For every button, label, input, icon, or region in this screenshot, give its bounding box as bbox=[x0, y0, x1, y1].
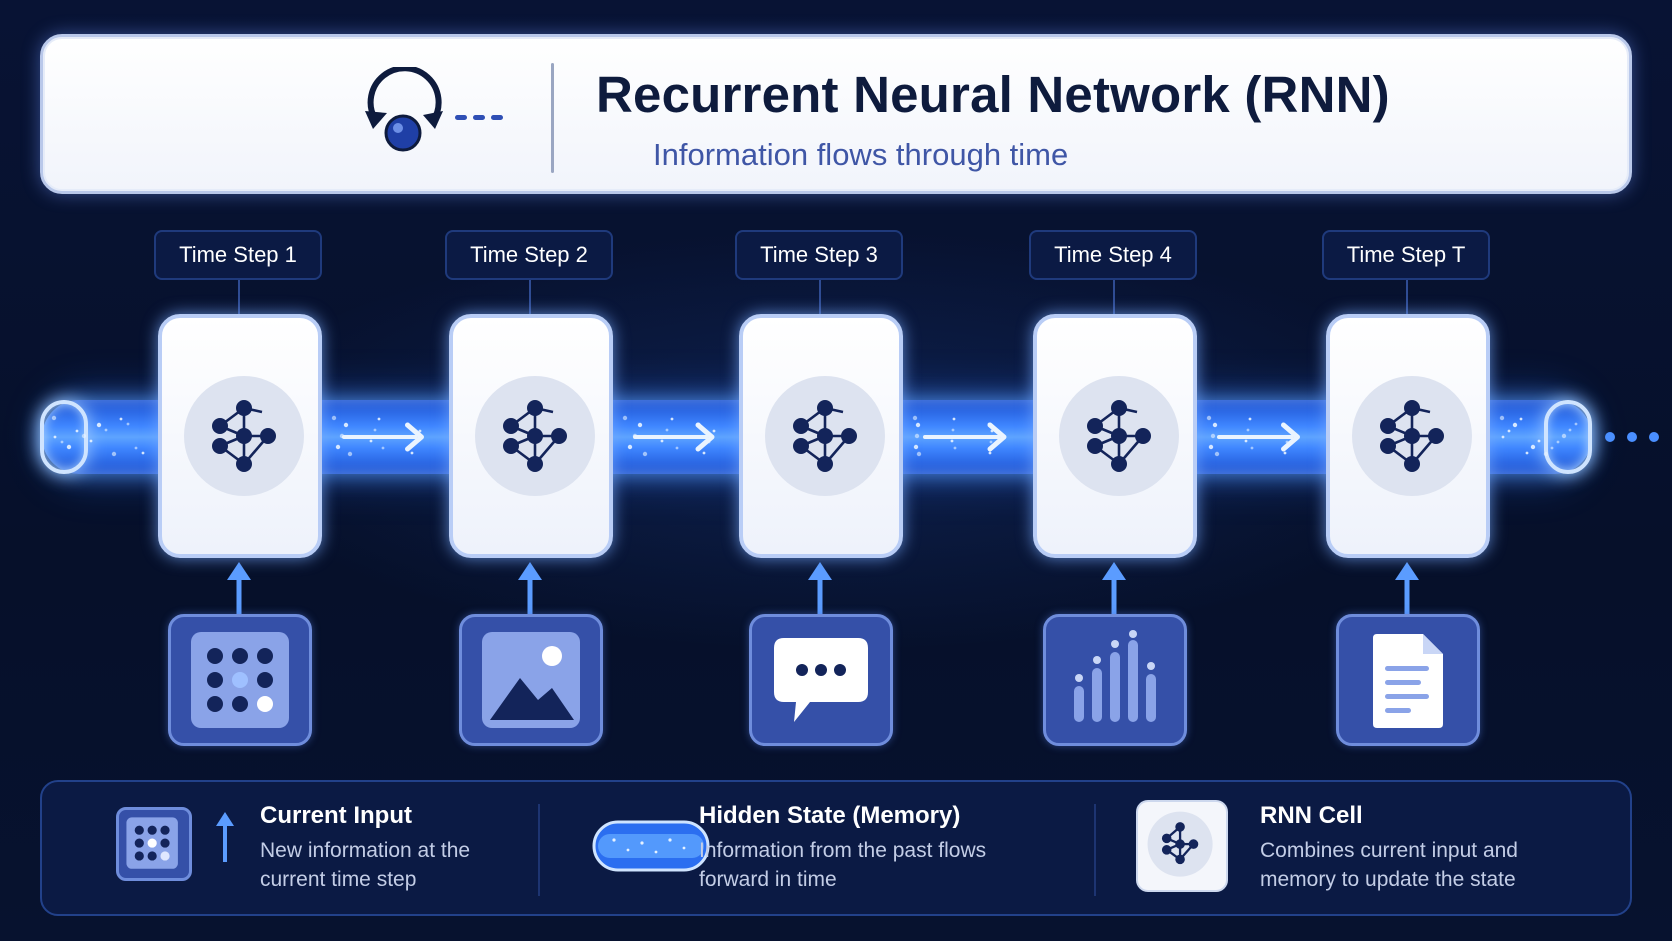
document-icon bbox=[1373, 634, 1443, 728]
time-step-label: Time Step 2 bbox=[445, 230, 613, 280]
time-step-label: Time Step 1 bbox=[154, 230, 322, 280]
time-step-label: Time Step T bbox=[1322, 230, 1490, 280]
label-connector bbox=[1113, 280, 1115, 314]
legend-title-input: Current Input bbox=[260, 802, 412, 829]
page-title: Recurrent Neural Network (RNN) bbox=[596, 66, 1390, 123]
hidden-state-end-cap bbox=[1544, 400, 1592, 474]
recurrent-loop-icon bbox=[365, 67, 503, 152]
time-step-label: Time Step 3 bbox=[735, 230, 903, 280]
label-connector bbox=[238, 280, 240, 314]
label-connector bbox=[1406, 280, 1408, 314]
legend-title-hidden: Hidden State (Memory) bbox=[699, 802, 961, 829]
network-node-icon bbox=[1380, 400, 1444, 472]
legend-desc-cell-1: Combines current input and bbox=[1260, 839, 1518, 862]
legend-desc-cell-2: memory to update the state bbox=[1260, 868, 1516, 891]
data-grid-icon bbox=[116, 807, 192, 881]
rnn-cell bbox=[739, 314, 903, 558]
network-node-icon bbox=[793, 400, 857, 472]
time-step-column: Time Step 4 bbox=[995, 228, 1235, 748]
up-arrow-icon bbox=[518, 562, 542, 614]
rnn-cell bbox=[1326, 314, 1490, 558]
image-icon bbox=[482, 632, 580, 728]
hidden-state-start-cap bbox=[40, 400, 88, 474]
legend-desc-input-2: current time step bbox=[260, 868, 417, 891]
network-node-icon bbox=[212, 400, 276, 472]
legend-desc-hidden-1: Information from the past flows bbox=[699, 839, 987, 862]
legend-desc-hidden-2: forward in time bbox=[699, 868, 837, 891]
data-grid-icon bbox=[191, 632, 289, 728]
up-arrow-icon bbox=[1102, 562, 1126, 614]
rnn-cell bbox=[1033, 314, 1197, 558]
input-tile bbox=[1043, 614, 1187, 746]
network-node-icon bbox=[1087, 400, 1151, 472]
network-node-icon bbox=[503, 400, 567, 472]
legend-separator bbox=[538, 804, 540, 896]
continuation-dots-icon bbox=[1605, 432, 1659, 442]
label-connector bbox=[819, 280, 821, 314]
label-connector bbox=[529, 280, 531, 314]
header-panel: Recurrent Neural Network (RNN) Informati… bbox=[40, 34, 1632, 194]
up-arrow-icon bbox=[808, 562, 832, 614]
time-step-column: Time Step 2 bbox=[411, 228, 651, 748]
up-arrow-icon bbox=[216, 812, 234, 862]
time-step-label: Time Step 4 bbox=[1029, 230, 1197, 280]
page-subtitle: Information flows through time bbox=[653, 137, 1069, 172]
time-step-column: Time Step T bbox=[1288, 228, 1528, 748]
input-tile bbox=[459, 614, 603, 746]
input-tile bbox=[168, 614, 312, 746]
legend-panel: Current Input New information at the cur… bbox=[40, 780, 1632, 916]
time-step-column: Time Step 1 bbox=[120, 228, 360, 748]
input-tile bbox=[749, 614, 893, 746]
legend-separator bbox=[1094, 804, 1096, 896]
input-tile bbox=[1336, 614, 1480, 746]
up-arrow-icon bbox=[1395, 562, 1419, 614]
rnn-cell bbox=[449, 314, 613, 558]
up-arrow-icon bbox=[227, 562, 251, 614]
legend-title-cell: RNN Cell bbox=[1260, 802, 1363, 829]
hidden-state-band-icon bbox=[592, 820, 710, 872]
rnn-cell bbox=[158, 314, 322, 558]
chat-bubble-icon bbox=[774, 638, 868, 722]
header-divider bbox=[551, 63, 554, 173]
bar-chart-icon bbox=[1074, 630, 1156, 722]
legend-desc-input-1: New information at the bbox=[260, 839, 471, 862]
network-node-icon bbox=[1136, 800, 1228, 892]
time-step-column: Time Step 3 bbox=[701, 228, 941, 748]
